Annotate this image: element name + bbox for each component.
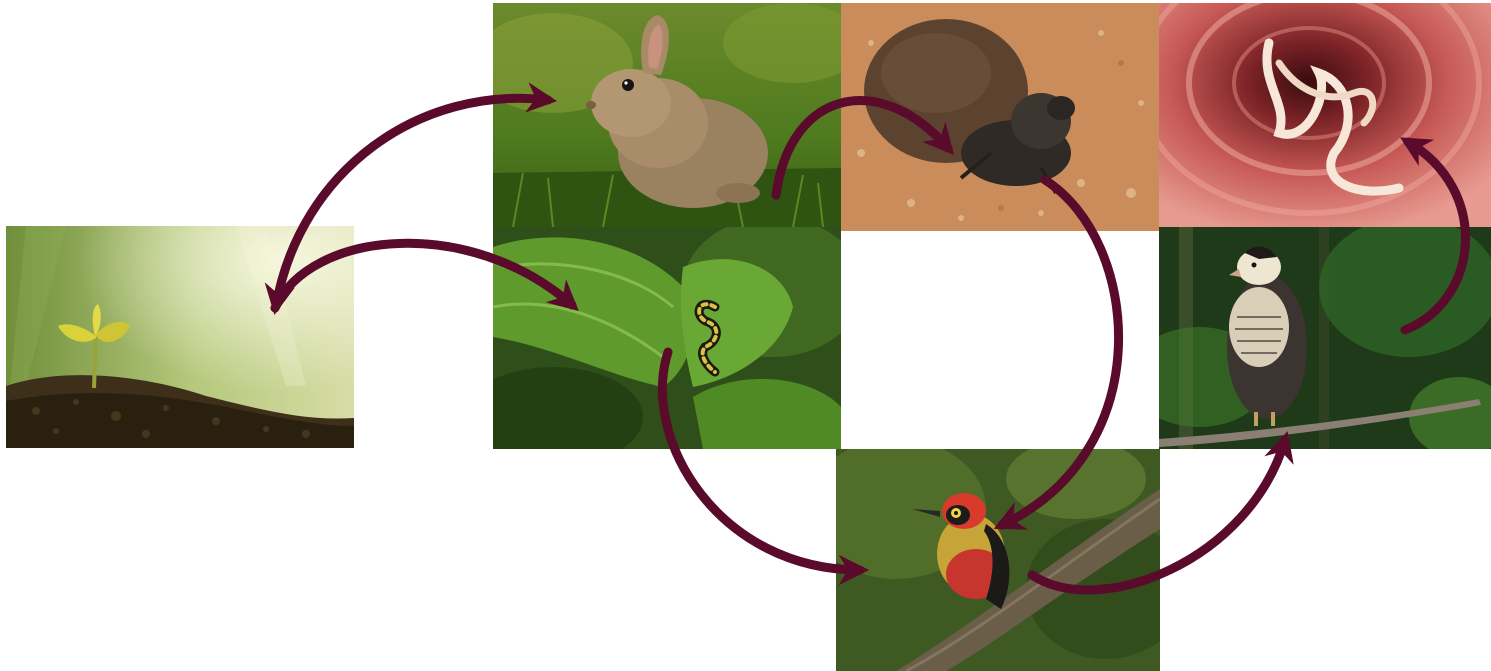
caracara-icon bbox=[1159, 227, 1491, 449]
caterpillar-icon bbox=[493, 227, 841, 449]
dung-beetle-icon bbox=[841, 3, 1159, 231]
caterpillar-photo bbox=[493, 227, 841, 449]
seedling-photo bbox=[6, 226, 354, 448]
seedling-icon bbox=[6, 226, 354, 448]
tapeworm-photo bbox=[1159, 3, 1491, 227]
tapeworm-icon bbox=[1159, 3, 1491, 227]
rabbit-icon bbox=[493, 3, 841, 227]
woodpecker-icon bbox=[836, 449, 1160, 671]
dung-beetle-photo bbox=[841, 3, 1159, 231]
woodpecker-photo bbox=[836, 449, 1160, 671]
rabbit-photo bbox=[493, 3, 841, 227]
caracara-photo bbox=[1159, 227, 1491, 449]
